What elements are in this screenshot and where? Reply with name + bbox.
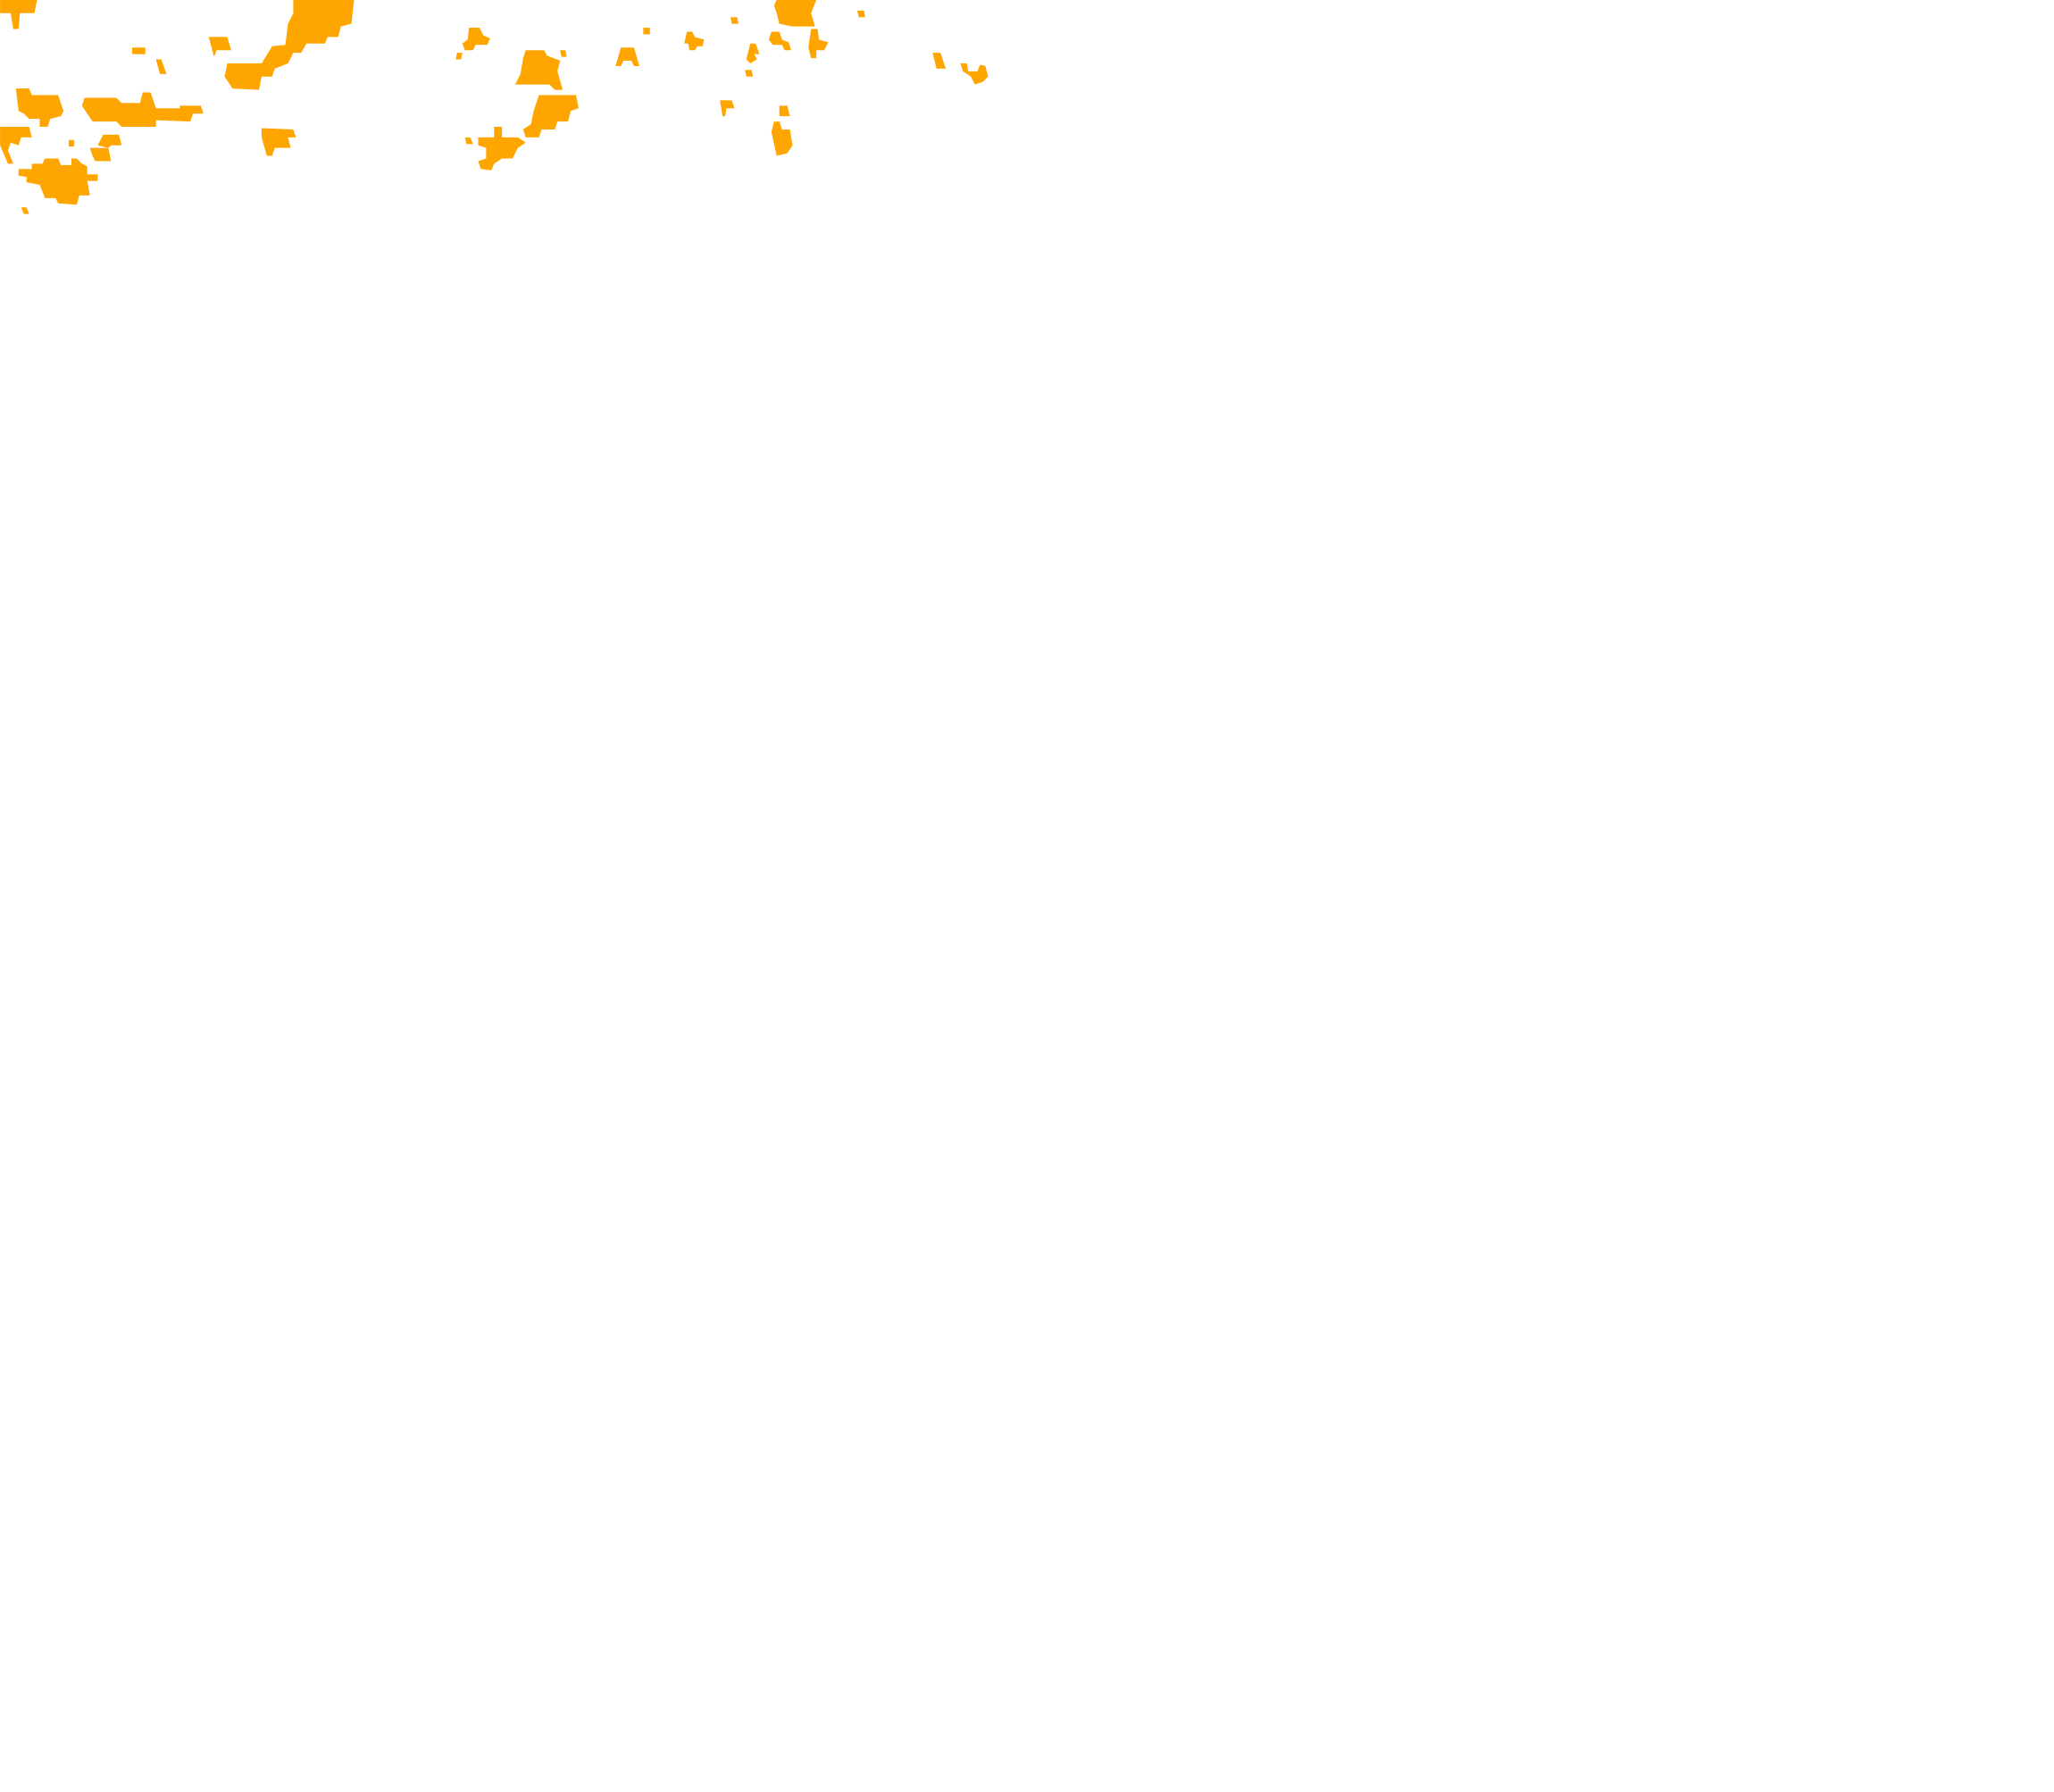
highlighted-region-8 [514,50,564,90]
highlighted-region-20 [856,10,865,18]
highlighted-region-29 [261,128,296,156]
region-layer [0,0,989,214]
highlighted-region-23 [0,126,32,164]
highlighted-region-11 [615,47,639,66]
highlighted-region-22 [81,92,204,127]
highlighted-region-4 [131,47,146,54]
highlighted-region-28 [21,207,29,214]
highlighted-region-31 [478,126,526,171]
highlighted-region-9 [560,50,567,57]
highlighted-region-18 [768,31,791,51]
highlighted-region-19 [808,29,829,59]
highlighted-region-3 [208,37,231,57]
highlighted-region-15 [746,43,760,63]
highlighted-region-10 [522,95,579,138]
highlighted-region-14 [730,17,739,24]
highlighted-region-7 [455,53,463,60]
highlighted-region-5 [155,59,167,74]
highlighted-region-33 [779,105,790,117]
highlighted-region-32 [720,100,735,117]
highlighted-region-12 [643,28,650,35]
highlighted-region-27 [18,158,98,205]
highlighted-region-35 [932,53,947,69]
highlighted-region-16 [745,70,754,77]
highlighted-region-6 [462,28,490,51]
highlighted-region-34 [771,121,793,156]
highlighted-region-24 [97,134,122,148]
highlighted-region-17 [773,0,817,27]
highlighted-region-13 [684,31,705,51]
highlighted-region-30 [464,137,473,145]
highlighted-region-36 [960,63,989,85]
highlighted-region-25 [68,139,74,147]
highlighted-region-26 [89,147,112,162]
highlighted-region-1 [0,0,38,29]
highlighted-region-2 [224,0,355,90]
highlighted-region-21 [15,88,64,127]
